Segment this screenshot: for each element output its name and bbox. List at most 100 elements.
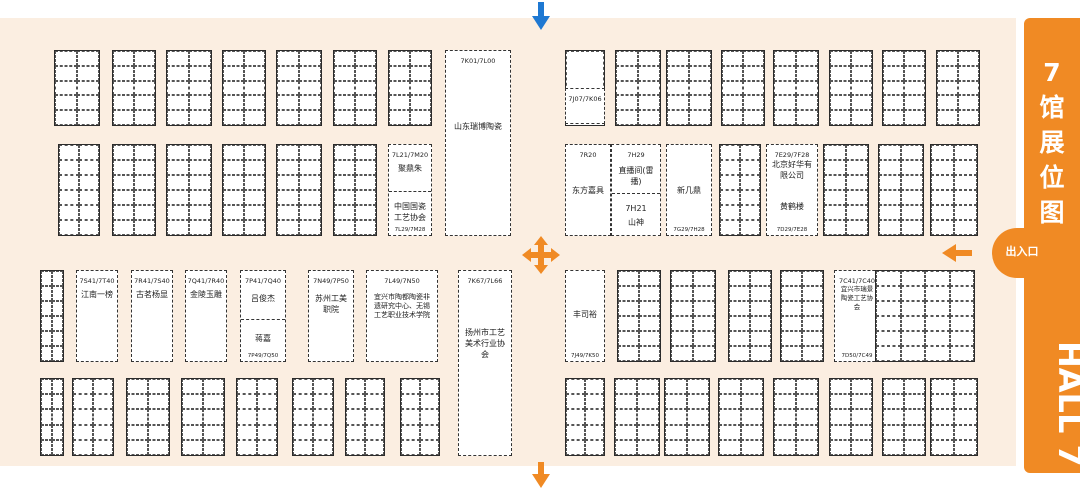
booth-cell[interactable]	[904, 80, 925, 96]
booth-cell[interactable]	[925, 316, 950, 331]
booth-block[interactable]	[829, 50, 873, 126]
booth-cell[interactable]	[851, 110, 872, 125]
booth-cell[interactable]	[365, 379, 384, 395]
booth-cell[interactable]	[774, 439, 796, 455]
booth-cell[interactable]	[167, 145, 189, 160]
booth-cell[interactable]	[41, 439, 52, 455]
booth-cell[interactable]	[667, 95, 689, 111]
booth-large[interactable]: 丰司裕 7J49/7K50	[565, 270, 605, 362]
booth-cell[interactable]	[879, 220, 901, 235]
booth-small[interactable]: 7J07/7K06	[565, 88, 605, 124]
booth-large[interactable]: 7L21/7M20 聚鼎朱 中国国瓷工艺协会 7L29/7M28	[388, 144, 432, 236]
booth-cell[interactable]	[846, 175, 868, 190]
booth-cell[interactable]	[52, 331, 63, 346]
booth-cell[interactable]	[851, 409, 872, 425]
booth-cell[interactable]	[585, 409, 604, 425]
booth-cell[interactable]	[55, 95, 77, 111]
booth-cell[interactable]	[41, 331, 52, 346]
booth-cell[interactable]	[743, 95, 764, 111]
booth-cell[interactable]	[671, 331, 693, 346]
booth-cell[interactable]	[958, 110, 979, 125]
booth-cell[interactable]	[410, 95, 431, 111]
booth-block[interactable]	[773, 378, 819, 456]
booth-cell[interactable]	[299, 220, 321, 235]
booth-cell[interactable]	[420, 424, 439, 440]
booth-cell[interactable]	[904, 110, 925, 125]
booth-cell[interactable]	[665, 424, 687, 440]
booth-cell[interactable]	[883, 51, 904, 66]
booth-cell[interactable]	[954, 175, 977, 190]
booth-cell[interactable]	[189, 175, 211, 190]
booth-cell[interactable]	[257, 409, 277, 425]
booth-cell[interactable]	[346, 379, 365, 395]
booth-cell[interactable]	[720, 145, 740, 160]
booth-cell[interactable]	[665, 439, 687, 455]
booth-cell[interactable]	[334, 175, 355, 190]
booth-cell[interactable]	[639, 271, 660, 286]
booth-cell[interactable]	[79, 220, 99, 235]
booth-cell[interactable]	[277, 80, 299, 96]
booth-cell[interactable]	[167, 80, 189, 96]
booth-block[interactable]	[882, 50, 926, 126]
booth-cell[interactable]	[883, 379, 904, 395]
booth-cell[interactable]	[925, 346, 950, 361]
booth-cell[interactable]	[949, 331, 974, 346]
booth-cell[interactable]	[900, 286, 925, 301]
booth-cell[interactable]	[113, 175, 134, 190]
booth-cell[interactable]	[720, 205, 740, 220]
booth-cell[interactable]	[851, 394, 872, 410]
booth-cell[interactable]	[52, 409, 63, 425]
booth-cell[interactable]	[41, 316, 52, 331]
booth-cell[interactable]	[365, 394, 384, 410]
booth-cell[interactable]	[954, 145, 977, 160]
booth-cell[interactable]	[299, 80, 321, 96]
booth-cell[interactable]	[781, 301, 802, 316]
booth-cell[interactable]	[355, 220, 376, 235]
booth-cell[interactable]	[774, 95, 796, 111]
booth-cell[interactable]	[182, 394, 203, 410]
booth-cell[interactable]	[410, 80, 431, 96]
booth-cell[interactable]	[299, 51, 321, 66]
booth-cell[interactable]	[796, 439, 818, 455]
booth-cell[interactable]	[410, 110, 431, 125]
booth-cell[interactable]	[802, 316, 823, 331]
booth-cell[interactable]	[134, 95, 155, 111]
booth-block[interactable]	[721, 50, 765, 126]
booth-cell[interactable]	[334, 65, 355, 81]
booth-cell[interactable]	[750, 316, 771, 331]
booth-cell[interactable]	[830, 394, 851, 410]
booth-cell[interactable]	[566, 379, 585, 395]
booth-cell[interactable]	[223, 65, 244, 81]
booth-cell[interactable]	[182, 439, 203, 455]
booth-large[interactable]: 7K67/7L66 扬州市工艺美术行业协会	[458, 270, 512, 456]
booth-cell[interactable]	[900, 301, 925, 316]
booth-cell[interactable]	[566, 394, 585, 410]
booth-cell[interactable]	[743, 80, 764, 96]
booth-cell[interactable]	[667, 80, 689, 96]
booth-cell[interactable]	[901, 175, 923, 190]
booth-cell[interactable]	[616, 80, 638, 96]
booth-cell[interactable]	[689, 80, 711, 96]
booth-cell[interactable]	[237, 424, 257, 440]
booth-cell[interactable]	[693, 286, 715, 301]
booth-cell[interactable]	[52, 271, 63, 286]
booth-cell[interactable]	[729, 286, 750, 301]
booth-cell[interactable]	[127, 394, 148, 410]
booth-cell[interactable]	[883, 394, 904, 410]
booth-cell[interactable]	[277, 160, 299, 175]
booth-cell[interactable]	[93, 379, 113, 395]
booth-cell[interactable]	[904, 95, 925, 111]
booth-cell[interactable]	[741, 424, 763, 440]
booth-cell[interactable]	[73, 394, 93, 410]
booth-cell[interactable]	[113, 80, 134, 96]
booth-cell[interactable]	[355, 65, 376, 81]
booth-cell[interactable]	[346, 424, 365, 440]
booth-cell[interactable]	[59, 220, 79, 235]
booth-cell[interactable]	[781, 331, 802, 346]
booth-cell[interactable]	[182, 424, 203, 440]
booth-cell[interactable]	[740, 145, 760, 160]
booth-cell[interactable]	[134, 51, 155, 66]
booth-cell[interactable]	[667, 110, 689, 125]
booth-cell[interactable]	[743, 51, 764, 66]
booth-cell[interactable]	[134, 80, 155, 96]
